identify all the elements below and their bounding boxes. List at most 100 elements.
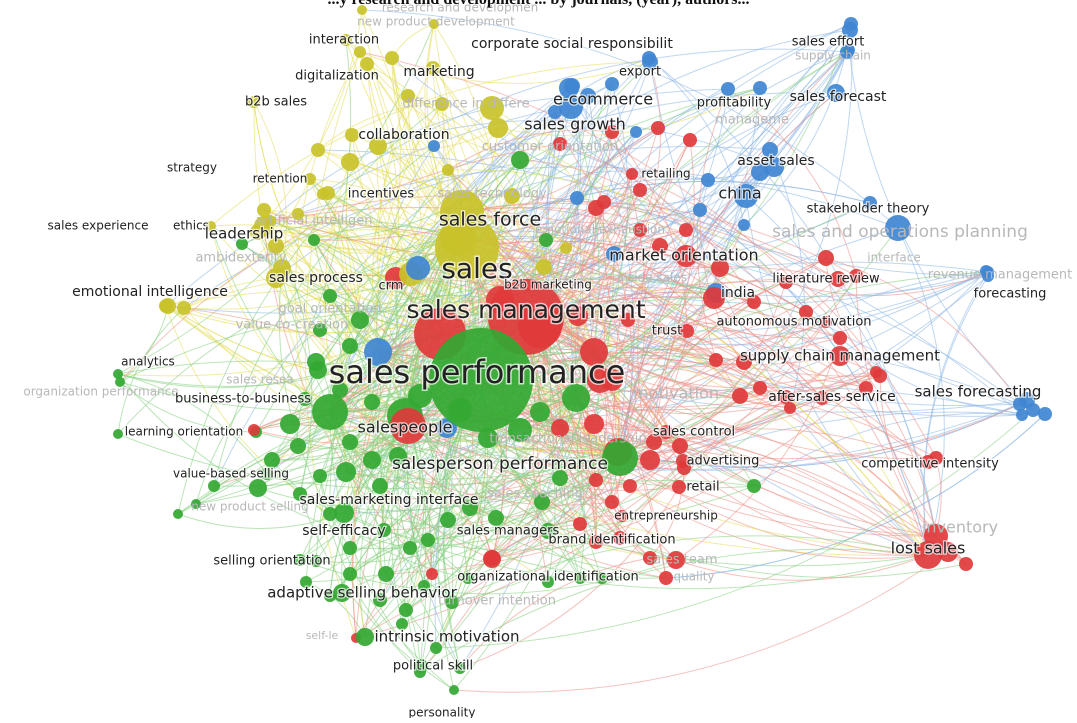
node[interactable] [574,572,586,584]
node[interactable] [364,338,392,366]
node[interactable] [342,434,358,450]
node-lost-sales[interactable] [914,541,942,569]
node[interactable] [343,541,357,555]
node[interactable] [570,191,584,205]
node[interactable] [562,384,590,412]
keyword-label[interactable]: china [717,182,763,204]
node-sales-process[interactable] [266,268,286,288]
keyword-label[interactable]: sales growth [523,113,627,135]
keyword-label[interactable]: goal orientation [278,302,381,317]
keyword-label[interactable]: sales forecast [788,88,888,107]
keyword-label[interactable]: autonomous motivation [715,313,873,331]
node[interactable] [605,495,619,509]
node[interactable] [613,531,627,545]
node[interactable] [336,462,356,482]
node[interactable] [401,89,415,103]
node[interactable] [815,391,829,405]
node[interactable] [177,301,191,315]
node[interactable] [840,45,854,59]
node-stakeholder-theory[interactable] [863,196,877,210]
node[interactable] [440,512,456,528]
node-sales-forecast[interactable] [827,84,845,102]
node-analytics[interactable] [113,369,123,379]
node[interactable] [701,173,715,187]
keyword-label[interactable]: trust [650,322,683,340]
node-b2b-sales[interactable] [248,96,260,108]
node-e-commerce[interactable] [559,78,579,98]
node[interactable] [351,311,369,329]
keyword-label[interactable]: after-sales service [767,388,897,407]
keyword-label[interactable]: difference in differe [402,97,529,112]
keyword-label[interactable]: political skill [392,657,475,675]
node[interactable] [779,275,793,289]
keyword-label[interactable]: sales coaching [487,487,583,502]
node[interactable] [445,595,459,609]
node-value-based-selling[interactable] [261,468,273,480]
node[interactable] [589,473,603,487]
node[interactable] [605,125,619,139]
node-sales-and-operations-planning[interactable] [885,215,911,241]
node[interactable] [873,369,887,383]
keyword-label[interactable]: emotional intelligence [71,283,229,302]
node[interactable] [818,250,834,266]
keyword-label[interactable]: sales effort [790,33,865,51]
node[interactable] [709,353,723,367]
node[interactable] [568,306,588,326]
node[interactable] [623,479,637,493]
node[interactable] [651,121,665,135]
keyword-label[interactable]: export [618,63,663,81]
node[interactable] [363,451,381,469]
node-retention[interactable] [304,173,316,185]
node[interactable] [580,88,596,104]
node[interactable] [160,298,176,314]
keyword-label[interactable]: inventory [922,518,998,537]
node[interactable] [683,133,697,147]
keyword-label[interactable]: sales [440,251,514,287]
node-autonomous-motivation[interactable] [820,316,832,328]
keyword-label[interactable]: business-to-business [174,390,313,408]
keyword-label[interactable]: retention [251,170,308,187]
node[interactable] [982,266,994,278]
node-after-sales-service[interactable] [779,390,793,404]
node[interactable] [478,428,498,448]
node[interactable] [430,642,442,654]
node[interactable] [462,500,478,516]
node[interactable] [308,234,320,246]
node[interactable] [711,259,729,277]
node[interactable] [552,470,568,486]
node-political-skill[interactable] [414,659,428,673]
node[interactable] [1038,407,1052,421]
node-retailing[interactable] [626,168,638,180]
node[interactable] [630,126,642,138]
node[interactable] [396,618,408,630]
keyword-label[interactable]: sales experience [46,217,149,234]
keyword-label[interactable]: sales resea [226,373,293,387]
keyword-label[interactable]: analytics [120,353,176,370]
node[interactable] [573,517,587,531]
node[interactable] [753,81,767,95]
keyword-label[interactable]: profitability [696,94,773,112]
node-collaboration[interactable] [345,128,359,142]
keyword-label[interactable]: quality [673,570,714,584]
node[interactable] [633,183,647,197]
keyword-label[interactable]: turnover intention [438,594,556,609]
keyword-label[interactable]: b2b marketing [503,276,593,293]
node-entrepreneurship[interactable] [616,510,628,522]
node-self-efficacy[interactable] [334,503,354,523]
node[interactable] [248,424,260,436]
node[interactable] [553,137,567,151]
keyword-label[interactable]: organization performance [23,385,178,399]
keyword-label[interactable]: adaptive selling behavior [266,582,459,603]
node[interactable] [385,51,399,65]
node[interactable] [378,566,394,582]
keyword-label[interactable]: brand identification [547,531,677,549]
keyword-label[interactable]: motivation [633,384,719,403]
keyword-label[interactable]: sales team [647,553,718,568]
keyword-label[interactable]: b2b sales [244,93,309,111]
keyword-label[interactable]: sales-marketing interface [298,491,479,510]
keyword-label[interactable]: sales performance [327,352,627,393]
node[interactable] [732,388,748,404]
node[interactable] [753,381,767,395]
keyword-label[interactable]: sales technology [437,187,547,202]
node[interactable] [390,408,426,444]
